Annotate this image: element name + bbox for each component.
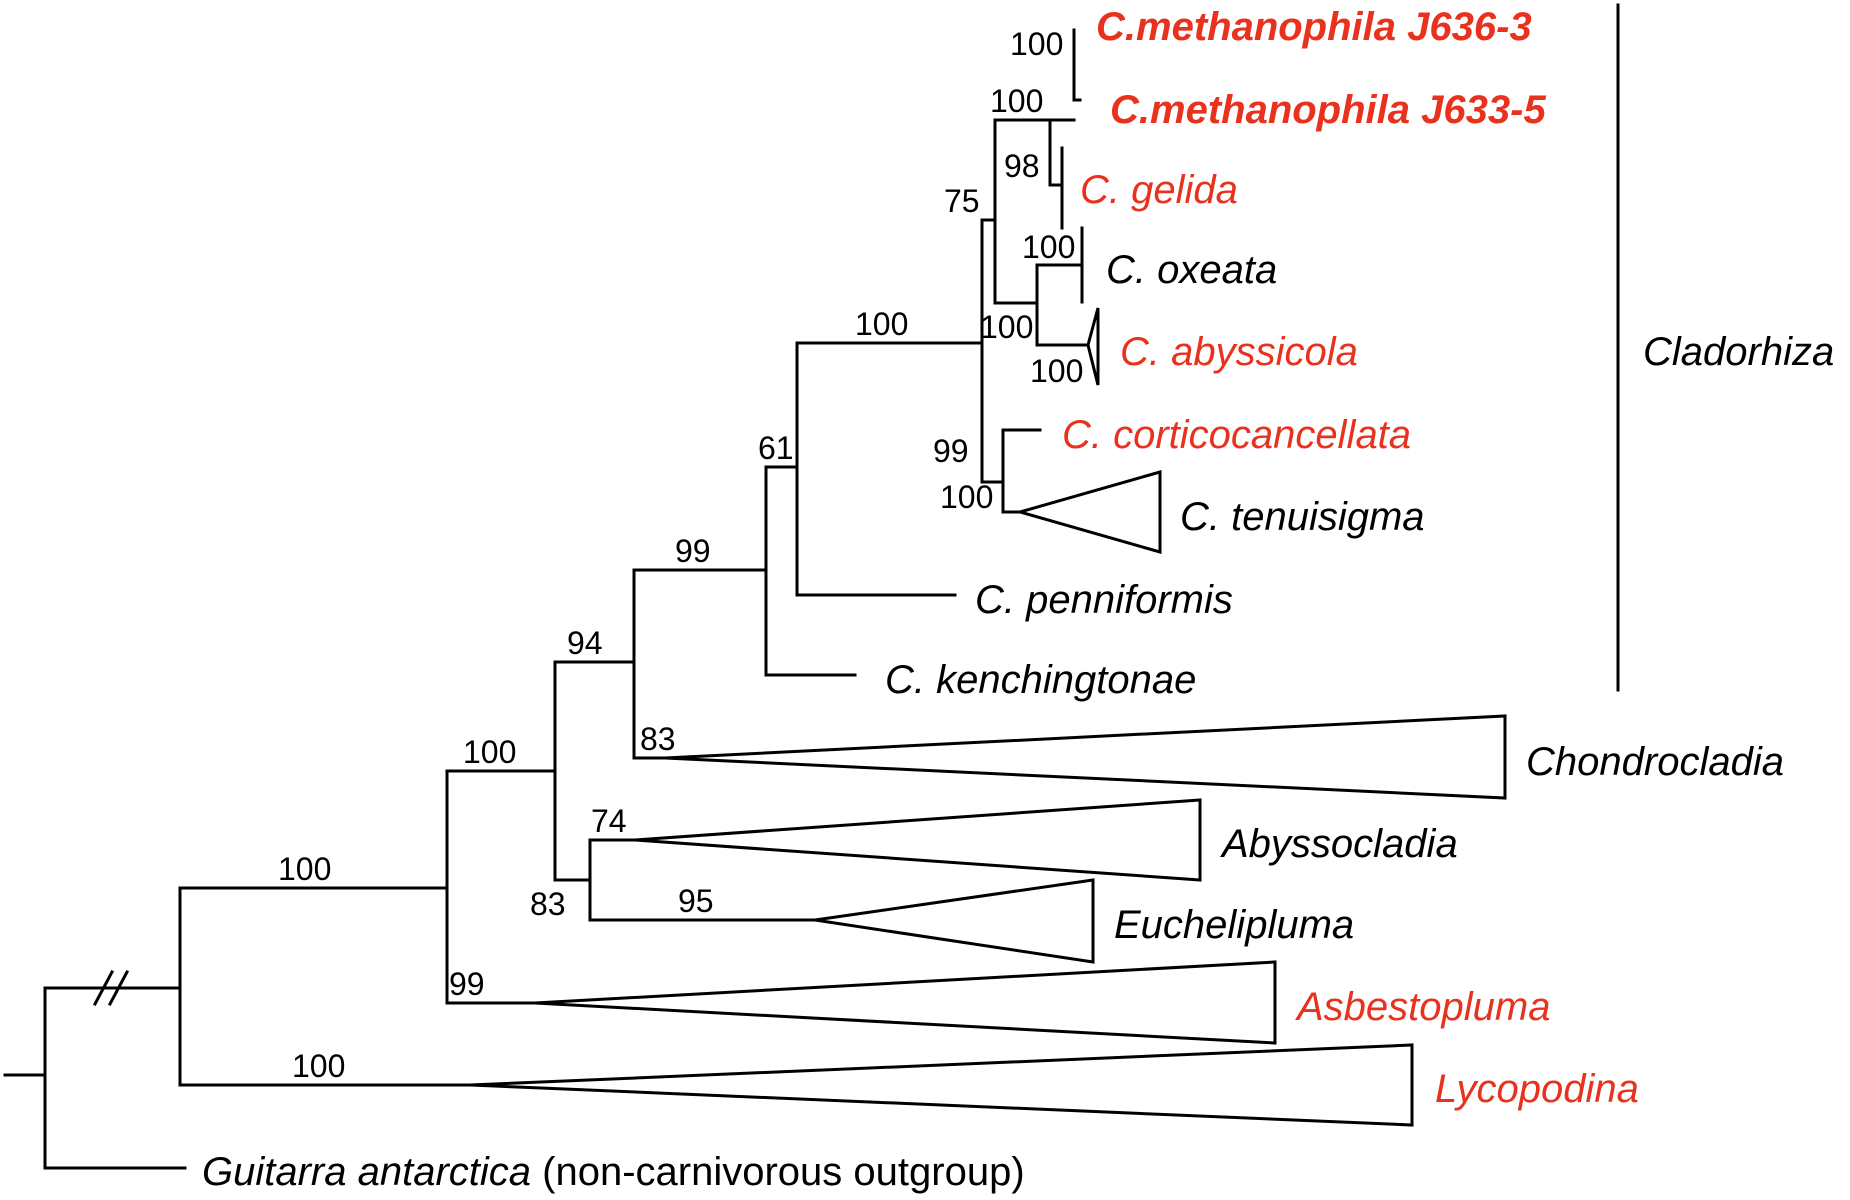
clade-label-cladorhiza: Cladorhiza: [1643, 330, 1834, 374]
taxon-asbestopluma: Asbestopluma: [1295, 985, 1550, 1029]
triangle-asbestopluma: [534, 960, 1277, 1045]
taxon-oxeata: C. oxeata: [1106, 248, 1277, 292]
support-euchelipluma: 95: [678, 883, 714, 919]
tip-labels: C.methanophila J636-3 C.methanophila J63…: [202, 5, 1834, 1194]
branch-break-mark-right: [107, 969, 130, 1007]
outgroup-note: (non-carnivorous outgroup): [542, 1150, 1024, 1194]
support-abyss-euch: 83: [530, 886, 566, 922]
triangle-euchelipluma: [814, 878, 1095, 964]
support-asbestopluma: 99: [449, 966, 485, 1002]
triangle-tenuisigma: [1014, 470, 1162, 554]
support-gelida: 98: [1004, 148, 1040, 184]
outgroup-name: Guitarra antarctica: [202, 1150, 531, 1194]
triangle-chondrocladia: [664, 714, 1507, 800]
support-abyssicola: 100: [1030, 353, 1083, 389]
triangle-abyssocladia: [634, 798, 1202, 882]
support-tenuisigma: 100: [940, 479, 993, 515]
taxon-chondrocladia: Chondrocladia: [1526, 740, 1784, 784]
support-lycopodina: 100: [292, 1048, 345, 1084]
support-node-e: 100: [990, 83, 1043, 119]
support-chondrocladia: 83: [640, 721, 676, 757]
support-node-d: 75: [944, 183, 980, 219]
support-corticocancellata: 99: [933, 433, 969, 469]
taxon-abyssocladia: Abyssocladia: [1220, 822, 1458, 866]
support-methanophila: 100: [1010, 26, 1063, 62]
support-node-c: 61: [758, 430, 794, 466]
taxon-methanophila-j633: C.methanophila J633-5: [1110, 88, 1546, 132]
support-ingroup: 100: [278, 851, 331, 887]
triangle-abyssicola: [1086, 307, 1100, 386]
collapsed-clades: [469, 307, 1507, 1127]
taxon-gelida: C. gelida: [1080, 168, 1238, 212]
tree-branches: [3, 3, 1620, 1170]
support-node-a: 94: [567, 625, 603, 661]
taxon-lycopodina: Lycopodina: [1435, 1067, 1639, 1111]
triangle-lycopodina: [469, 1043, 1414, 1127]
taxon-kenchingtonae: C. kenchingtonae: [885, 658, 1196, 702]
support-node-b: 99: [675, 533, 711, 569]
support-abyssocladia: 74: [591, 803, 627, 839]
support-values: 100 100 100 99 94 83 74 95 83 99 61 100 …: [278, 26, 1083, 1084]
taxon-penniformis: C. penniformis: [975, 578, 1233, 622]
taxon-euchelipluma: Euchelipluma: [1114, 903, 1354, 947]
taxon-tenuisigma: C. tenuisigma: [1180, 495, 1425, 539]
support-oxeata-abyssicola: 100: [980, 309, 1033, 345]
branch-break-mark-left: [92, 969, 115, 1007]
taxon-methanophila-j636: C.methanophila J636-3: [1096, 5, 1532, 49]
support-oxeata: 100: [1022, 229, 1075, 265]
taxon-outgroup: Guitarra antarctica (non-carnivorous out…: [202, 1150, 1025, 1194]
support-cladorhiza: 100: [855, 306, 908, 342]
taxon-corticocancellata: C. corticocancellata: [1062, 413, 1411, 457]
support-main-clade: 100: [463, 734, 516, 770]
taxon-abyssicola: C. abyssicola: [1120, 330, 1358, 374]
